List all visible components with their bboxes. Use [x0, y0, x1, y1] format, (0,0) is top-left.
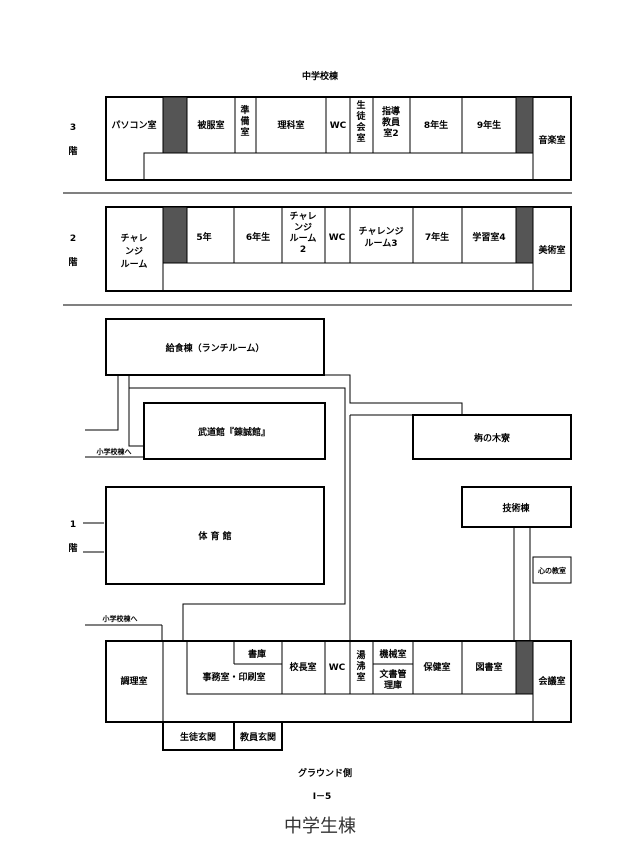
room-wc-2f: WC	[329, 233, 346, 243]
floor2-kai: 階	[68, 256, 77, 268]
room-lunch: 給食棟（ランチルーム）	[166, 342, 265, 354]
room-bunsho: 文書管理庫	[378, 668, 406, 691]
room-kikai: 機械室	[379, 648, 406, 660]
room-gym: 体 育 館	[198, 530, 231, 542]
ground-side-label: グラウンド側	[298, 767, 352, 779]
room-6nen: 6年生	[246, 231, 270, 243]
room-budokan: 武道館『錬誠館』	[198, 426, 270, 438]
room-9nen: 9年生	[477, 119, 501, 131]
room-gakushu4: 学習室4	[472, 231, 505, 243]
room-rika: 理科室	[277, 119, 304, 131]
floor3-plan	[105, 96, 572, 181]
floor3-kai: 階	[68, 145, 77, 157]
floor1-number: 1	[70, 520, 76, 530]
floor1-kai: 階	[68, 542, 77, 554]
room-gijutsu: 技術棟	[502, 502, 530, 514]
entrance-students: 生徒玄関	[180, 731, 216, 743]
room-hoken: 保健室	[422, 661, 450, 673]
to-elementary-label-2: 小学校棟へ	[102, 614, 138, 623]
room-8nen: 8年生	[424, 119, 448, 131]
room-shoko: 書庫	[248, 648, 266, 660]
room-wc-3f: WC	[330, 121, 347, 131]
entrance-teachers: 教員玄関	[239, 731, 276, 743]
room-kokoro: 心の教室	[538, 566, 566, 575]
room-jimu: 事務室・印刷室	[202, 671, 265, 683]
room-chori: 調理室	[120, 675, 147, 687]
room-dorm: 栴の木寮	[474, 432, 511, 444]
room-kaigi: 会議室	[538, 675, 565, 687]
floor3-number: 3	[70, 123, 76, 133]
room-shido: 指導教員室2	[381, 105, 400, 139]
room-ongaku: 音楽室	[538, 134, 565, 146]
room-seitokai: 生徒会室	[355, 99, 366, 144]
room-kocho: 校長室	[289, 661, 316, 673]
footer-title: 中学生棟	[284, 816, 356, 837]
room-challenge-1: チャレンジルーム	[121, 233, 148, 270]
room-tosho: 図書室	[475, 661, 502, 673]
room-junbi: 準備室	[240, 104, 249, 138]
room-yuwakashi: 湯沸室	[356, 649, 365, 683]
room-7nen: 7年生	[425, 231, 449, 243]
to-elementary-label-1: 小学校棟へ	[96, 447, 132, 456]
room-challenge-3: チャレンジルーム3	[359, 226, 404, 249]
floor1-plan	[85, 318, 572, 751]
room-bijutsu: 美術室	[538, 244, 565, 256]
page-number: Ⅰ－5	[313, 792, 332, 802]
room-hifuku: 被服室	[197, 119, 224, 131]
room-wc-1f: WC	[329, 663, 346, 673]
floor2-plan	[105, 206, 572, 292]
room-5nen: 5年	[196, 231, 211, 243]
floor2-number: 2	[70, 234, 76, 244]
page-title: 中学校棟	[302, 70, 339, 82]
room-pasokon: パソコン室	[111, 119, 156, 131]
